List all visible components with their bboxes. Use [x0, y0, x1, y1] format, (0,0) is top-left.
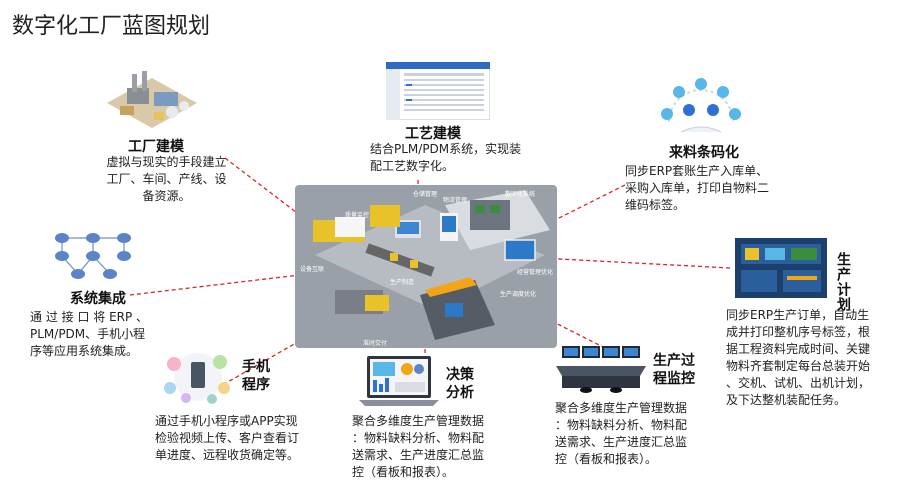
- material-barcode-desc: 同步ERP套账生产入库单、 采购入库单，打印自物料二 维码标签。: [625, 163, 775, 214]
- desc-line: 结合PLM/PDM系统，实现装: [370, 142, 522, 156]
- process-monitoring-desc: 聚合多维度生产管理数据 ：物料缺料分析、物料配 送需求、生产进度汇总监 控（看板…: [555, 400, 705, 468]
- mobile-app-bubbles-icon: [164, 353, 230, 404]
- process-modeling-desc: 结合PLM/PDM系统，实现装 配工艺数字化。: [370, 141, 535, 175]
- process-monitoring-title: 生产过程监控: [653, 353, 695, 387]
- production-plan-desc: 同步ERP生产订单，自动生 成并打印整机序号标签，根 据工程资料完成时间、关键 …: [726, 307, 891, 409]
- connector-production-plan: [539, 257, 731, 269]
- desc-line: 据工程资料完成时间、关键: [726, 342, 871, 356]
- desc-line: 控（看板和报表）。: [555, 452, 658, 466]
- factory-label-warehouse: 仓储管理: [413, 191, 438, 198]
- desc-line: 单进度、远程收货确定等。: [155, 448, 300, 462]
- desc-line: 、交机、试机、出机计划，: [726, 376, 871, 390]
- isometric-factory-icon: [107, 71, 197, 128]
- database-network-icon: [55, 233, 131, 279]
- desc-line: 送需求、生产进度汇总监: [555, 435, 688, 449]
- production-plan-title: 生产计划: [835, 252, 851, 312]
- desc-line: 维码标签。: [625, 198, 686, 212]
- connector-factory-modeling: [224, 157, 331, 239]
- factory-label-scheduling: 生产调度优化: [500, 291, 537, 298]
- laptop-dashboard-icon: [359, 356, 439, 406]
- decision-analysis-title: 决策分析: [446, 367, 474, 401]
- desc-line: 送需求、生产进度汇总监: [352, 448, 485, 462]
- decision-analysis-desc: 聚合多维度生产管理数据 ：物料缺料分析、物料配 送需求、生产进度汇总监 控（看板…: [352, 413, 502, 481]
- factory-label-delivery: 准时交付: [363, 340, 388, 347]
- factory-modeling-title: 工厂建模: [128, 139, 184, 155]
- production-dashboard-icon: [735, 238, 827, 298]
- factory-modeling-desc: 虚拟与现实的手段建立 工厂、车间、产线、设 备资源。: [99, 154, 234, 205]
- desc-line: 成并打印整机序号标签，根: [726, 325, 871, 339]
- desc-line: 采购入库单，打印自物料二: [625, 181, 770, 195]
- desc-line: 聚合多维度生产管理数据: [555, 401, 688, 415]
- desc-line: 同步ERP生产订单，自动生: [726, 308, 870, 322]
- factory-label-manufacturing: 生产制造: [390, 279, 415, 286]
- system-integration-title: 系统集成: [70, 291, 126, 307]
- page-title: 数字化工厂蓝图规划: [12, 14, 211, 39]
- factory-label-equipment: 设备互联: [300, 266, 325, 273]
- material-barcode-title: 来料条码化: [669, 145, 739, 161]
- factory-scene-icon: [313, 190, 550, 340]
- software-screenshot-icon: [386, 62, 490, 120]
- desc-line: ：物料缺料分析、物料配: [352, 431, 485, 445]
- factory-label-digital-system: 数字化系统: [505, 191, 536, 198]
- desc-line: 工厂、车间、产线、设: [106, 172, 227, 186]
- desc-line: 控（看板和报表）。: [352, 465, 455, 479]
- desc-line: 检验视频上传、客户查看订: [155, 431, 300, 445]
- barcode-cloud-icon: [661, 78, 741, 133]
- process-modeling-title: 工艺建模: [405, 126, 461, 142]
- desc-line: 序等应用系统集成。: [30, 344, 139, 358]
- desc-line: 虚拟与现实的手段建立: [106, 155, 227, 169]
- control-room-icon: [556, 346, 646, 393]
- desc-line: ：物料缺料分析、物料配: [555, 418, 688, 432]
- desc-line: PLM/PDM、手机小程: [30, 327, 146, 341]
- desc-line: 配工艺数字化。: [370, 159, 455, 173]
- desc-line: 同步ERP套账生产入库单、: [625, 164, 769, 178]
- factory-label-logistics: 物流管理: [443, 197, 468, 204]
- desc-line: 及下达整机装配任务。: [726, 393, 847, 407]
- mobile-app-title: 手机程序: [242, 359, 270, 393]
- digital-factory-illustration: 仓储管理 质量监控 数字化系统 物流管理 设备互联 生产制造 经营管理优化 生产…: [295, 185, 557, 348]
- factory-label-quality: 质量监控: [345, 212, 370, 219]
- desc-line: 通过手机小程序或APP实现: [155, 414, 298, 428]
- connector-system-integration: [129, 271, 326, 296]
- factory-label-operations: 经营管理优化: [517, 269, 554, 276]
- desc-line: 物料齐套制定每台总装开始: [726, 359, 871, 373]
- system-integration-desc: 通 过 接 口 将 ERP 、 PLM/PDM、手机小程 序等应用系统集成。: [30, 309, 170, 360]
- desc-line: 备资源。: [142, 189, 191, 203]
- desc-line: 聚合多维度生产管理数据: [352, 414, 485, 428]
- desc-line: 通 过 接 口 将 ERP 、: [30, 310, 149, 324]
- mobile-app-desc: 通过手机小程序或APP实现 检验视频上传、客户查看订 单进度、远程收货确定等。: [155, 413, 305, 464]
